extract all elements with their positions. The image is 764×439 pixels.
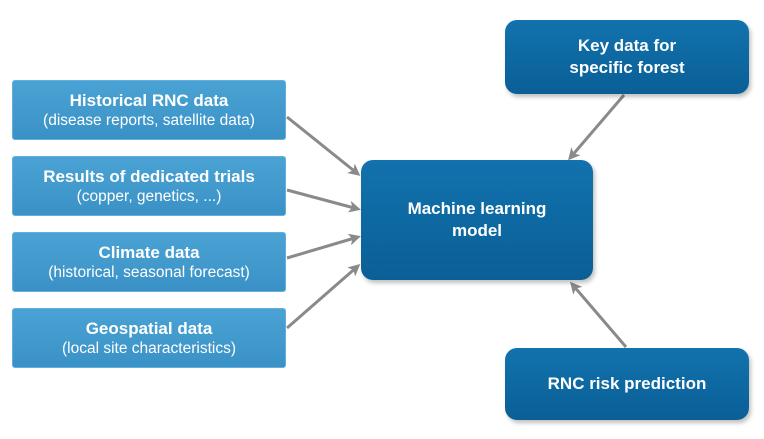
input-historical-rnc-data: Historical RNC data (disease reports, sa… [12, 80, 286, 140]
arrow-climate-to-model [286, 233, 361, 260]
input-title: Geospatial data [85, 318, 213, 338]
input-title: Climate data [98, 242, 200, 262]
input-dedicated-trials: Results of dedicated trials (copper, gen… [12, 156, 286, 216]
input-climate-data: Climate data (historical, seasonal forec… [12, 232, 286, 292]
arrow-trials-to-model [286, 188, 361, 213]
prediction-label: RNC risk prediction [547, 374, 707, 393]
key-data-line1: Key data for [577, 36, 677, 55]
ml-model-box: Machine learning model [361, 160, 593, 280]
model-line1: Machine learning [407, 199, 547, 218]
model-line2: model [451, 221, 503, 240]
input-subtitle: (copper, genetics, ...) [76, 187, 222, 205]
input-subtitle: (disease reports, satellite data) [43, 111, 255, 129]
arrow-geospatial-to-model [286, 264, 361, 330]
input-title: Results of dedicated trials [43, 166, 255, 186]
input-title: Historical RNC data [69, 90, 229, 110]
rnc-risk-prediction-box: RNC risk prediction [505, 348, 749, 420]
arrow-prediction-to-model [570, 281, 628, 348]
key-data-line2: specific forest [569, 58, 685, 77]
input-subtitle: (local site characteristics) [62, 339, 236, 357]
key-data-box: Key data for specific forest [505, 20, 749, 94]
arrow-historical-to-model [286, 115, 361, 176]
input-subtitle: (historical, seasonal forecast) [48, 263, 250, 281]
input-geospatial-data: Geospatial data (local site characterist… [12, 308, 286, 368]
arrow-keydata-to-model [568, 94, 626, 161]
